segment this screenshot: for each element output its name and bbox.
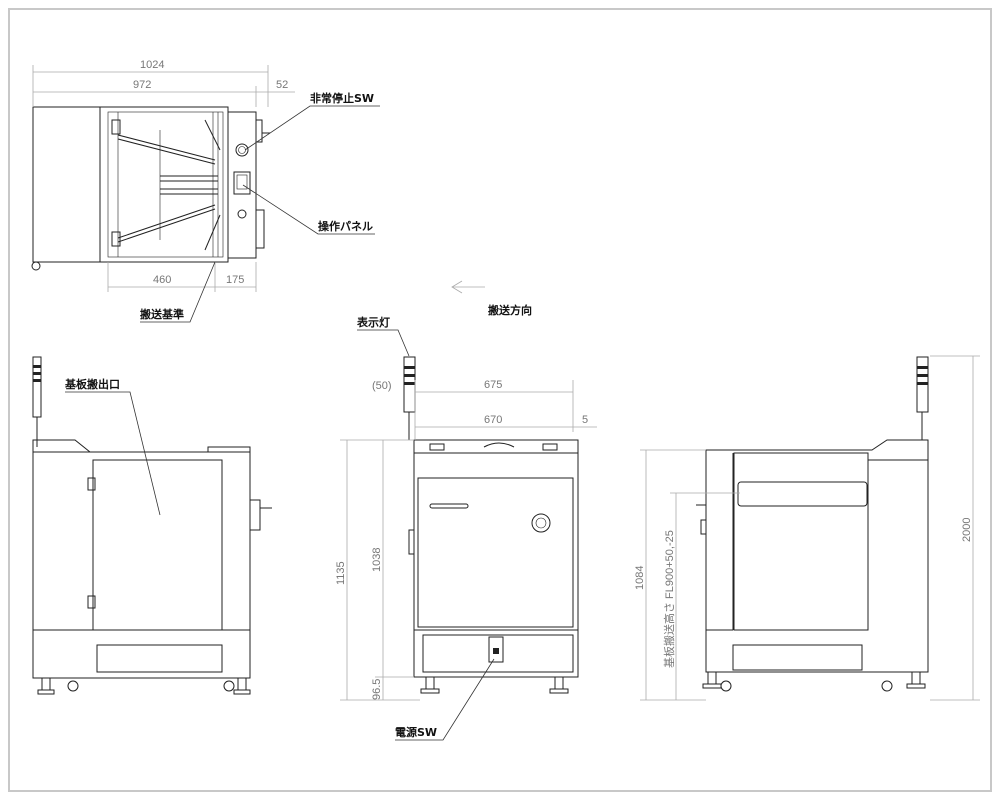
- dim-972: 972: [133, 79, 151, 91]
- machine-body: [32, 439, 251, 679]
- dim-96-5: 96.5: [371, 679, 383, 700]
- dim-460: 460: [153, 274, 171, 286]
- label-indicator-lamp: 表示灯: [356, 315, 390, 329]
- label-board-exit: 基板搬出口: [64, 377, 120, 391]
- dim-675: 675: [484, 379, 502, 391]
- door-lock: [531, 513, 551, 533]
- sheet-border: [8, 8, 992, 792]
- dim-2000: 2000: [961, 518, 973, 542]
- label-emergency-stop: 非常停止SW: [310, 91, 374, 105]
- board-exit-door: [92, 459, 223, 631]
- label-transfer-reference: 搬送基準: [140, 307, 184, 321]
- label-operation-panel: 操作パネル: [318, 219, 373, 233]
- dim-1038: 1038: [371, 548, 383, 572]
- power-switch: [488, 636, 504, 663]
- dim-lamp-offset: (50): [372, 380, 392, 392]
- side-cover: [32, 106, 101, 263]
- top-view: 1024 972 52 460 175 非常停止SW 操作パネル 搬送基準: [31, 59, 380, 323]
- dim-52: 52: [276, 79, 288, 91]
- exit-side-view: 基板搬出口: [32, 356, 272, 695]
- side-cover: [733, 452, 869, 631]
- label-power-switch: 電源SW: [395, 725, 437, 739]
- transfer-window: [737, 481, 868, 507]
- conveyor-frame: [99, 106, 229, 263]
- label-transfer-height: 基板搬送高さ FL900+50,-25: [662, 530, 676, 668]
- dim-175: 175: [226, 274, 244, 286]
- side-view: 1084 基板搬送高さ FL900+50,-25 2000: [634, 355, 980, 701]
- dim-1084: 1084: [634, 566, 646, 590]
- operation-panel: [233, 171, 251, 195]
- caster: [31, 261, 41, 271]
- control-box: [227, 111, 257, 259]
- dim-5: 5: [582, 414, 588, 426]
- machine-body: [705, 439, 929, 673]
- dim-670: 670: [484, 414, 502, 426]
- transfer-direction: 搬送方向: [451, 280, 532, 317]
- machine-body: [413, 439, 579, 678]
- front-door: [417, 477, 574, 628]
- label-transfer-direction: 搬送方向: [488, 303, 532, 317]
- dim-1135: 1135: [335, 561, 347, 585]
- front-view: (50) 675 670 5 1135 1038 96.5 表示灯 電源SW: [335, 315, 597, 741]
- dim-1024: 1024: [140, 59, 164, 71]
- emergency-stop-button: [235, 143, 249, 157]
